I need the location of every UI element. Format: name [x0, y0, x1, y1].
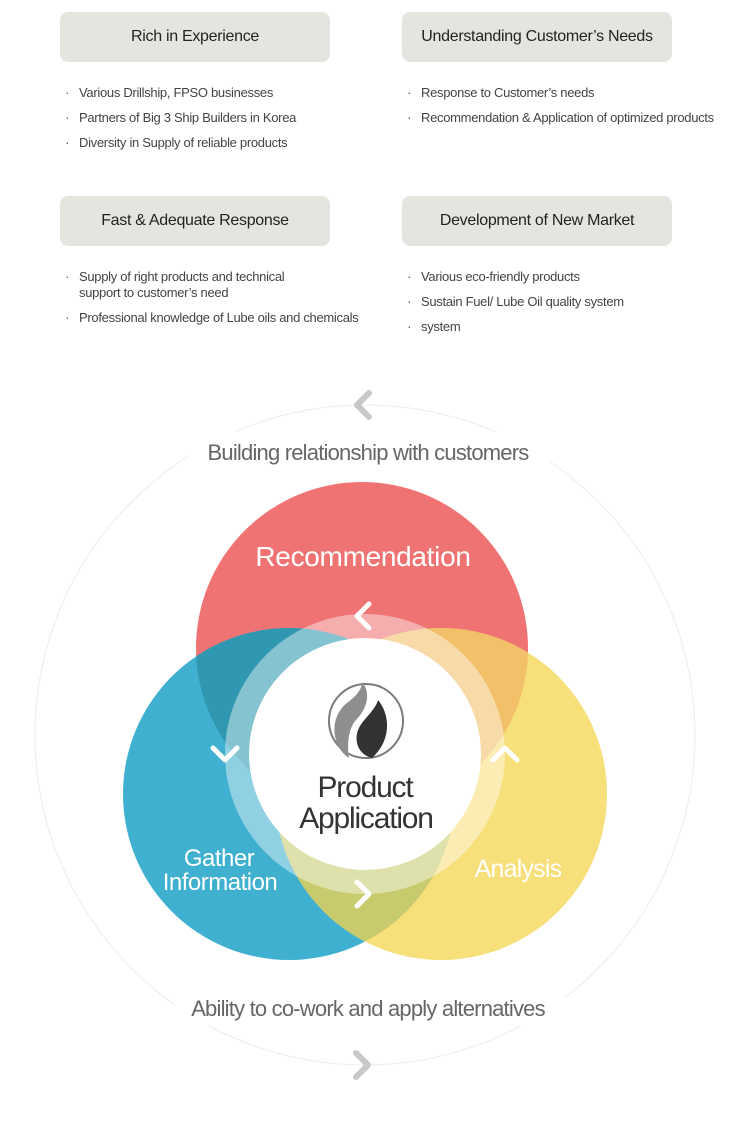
list-item: Supply of right products and technical s… — [60, 268, 310, 301]
bottom-caption: Ability to co-work and apply alternative… — [191, 996, 545, 1021]
card-title-experience: Rich in Experience — [60, 12, 330, 62]
card-title-customer-needs: Understanding Customer’s Needs — [402, 12, 672, 62]
label-gather: Gather — [184, 845, 255, 872]
list-item: Recommendation & Application of optimize… — [402, 109, 730, 126]
list-item: Professional knowledge of Lube oils and … — [60, 309, 379, 326]
chevron-right-icon — [354, 879, 372, 909]
card-list-new-market: Various eco-friendly products Sustain Fu… — [402, 268, 702, 344]
list-item: Diversity in Supply of reliable products — [60, 134, 350, 151]
flame-logo-icon — [328, 682, 404, 759]
chevron-left-icon — [354, 390, 372, 420]
card-title-new-market: Development of New Market — [402, 196, 672, 246]
label-information: Information — [163, 869, 278, 896]
list-item: Various eco-friendly products — [402, 268, 702, 285]
card-list-experience: Various Drillship, FPSO businesses Partn… — [60, 84, 350, 160]
chevron-down-icon — [210, 745, 240, 763]
chevron-right-icon — [353, 1050, 371, 1080]
label-recommendation: Recommendation — [255, 541, 470, 572]
label-analysis: Analysis — [475, 855, 562, 883]
top-caption: Building relationship with customers — [208, 440, 530, 465]
list-item: Various Drillship, FPSO businesses — [60, 84, 350, 101]
chevron-left-icon — [354, 601, 372, 631]
list-item: Partners of Big 3 Ship Builders in Korea — [60, 109, 350, 126]
card-list-fast-response: Supply of right products and technical s… — [60, 268, 359, 335]
card-title-fast-response: Fast & Adequate Response — [60, 196, 330, 246]
center-label-product: Product — [318, 771, 415, 804]
chevron-up-icon — [490, 745, 520, 763]
center-label-application: Application — [299, 802, 433, 835]
list-item: system — [402, 318, 702, 335]
list-item: Sustain Fuel/ Lube Oil quality system — [402, 293, 702, 310]
card-list-customer-needs: Response to Customer’s needs Recommendat… — [402, 84, 730, 135]
list-item: Response to Customer’s needs — [402, 84, 730, 101]
